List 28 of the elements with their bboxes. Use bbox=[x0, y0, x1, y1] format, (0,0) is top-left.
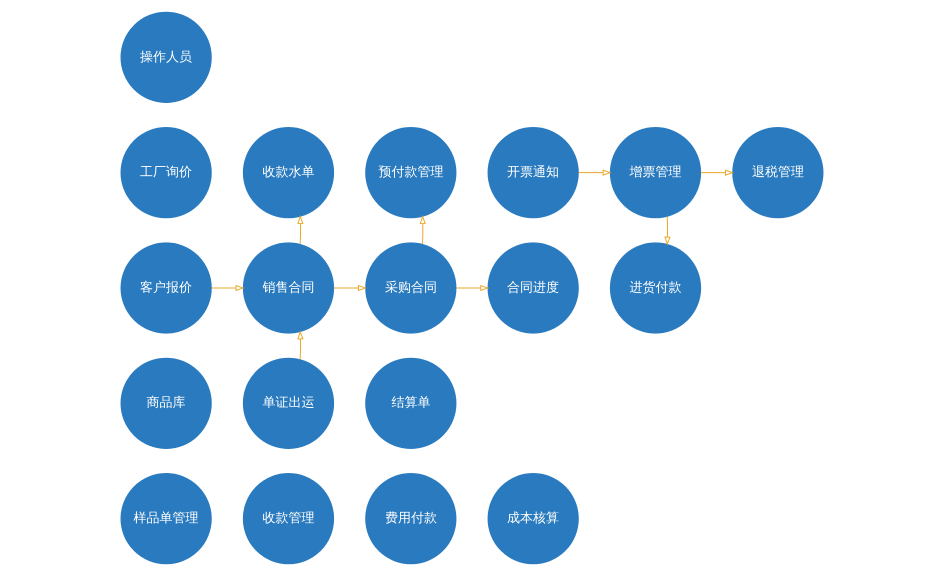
arrow bbox=[297, 330, 304, 360]
node-circle: 采购合同 bbox=[365, 242, 456, 334]
node-circle: 开票通知 bbox=[488, 127, 579, 218]
node-circle: 费用付款 bbox=[365, 473, 456, 564]
node-circle: 样品单管理 bbox=[120, 473, 212, 564]
node-circle: 销售合同 bbox=[242, 242, 334, 334]
arrow bbox=[420, 215, 426, 244]
node-circle: 退税管理 bbox=[732, 127, 824, 218]
node-circle: 成本核算 bbox=[488, 473, 579, 564]
node-circle: 商品库 bbox=[120, 358, 212, 449]
node-circle: 客户报价 bbox=[120, 242, 212, 334]
arrow bbox=[578, 170, 612, 176]
node-circle: 单证出运 bbox=[242, 358, 334, 449]
node-circle: 增票管理 bbox=[610, 127, 702, 218]
node-circle: 收款水单 bbox=[242, 127, 334, 218]
arrow bbox=[456, 284, 490, 292]
node-circle: 合同进度 bbox=[488, 242, 579, 334]
node-circle: 收款管理 bbox=[242, 473, 334, 564]
node-circle: 进货付款 bbox=[610, 242, 702, 334]
node-circle: 预付款管理 bbox=[365, 127, 456, 218]
node-circle: 操作人员 bbox=[120, 12, 212, 103]
node-circle: 结算单 bbox=[365, 358, 456, 449]
arrow bbox=[334, 284, 367, 292]
arrow bbox=[212, 284, 245, 292]
arrow bbox=[664, 216, 671, 246]
arrow bbox=[700, 170, 734, 176]
node-circle: 工厂询价 bbox=[120, 127, 212, 218]
arrow bbox=[297, 215, 304, 244]
